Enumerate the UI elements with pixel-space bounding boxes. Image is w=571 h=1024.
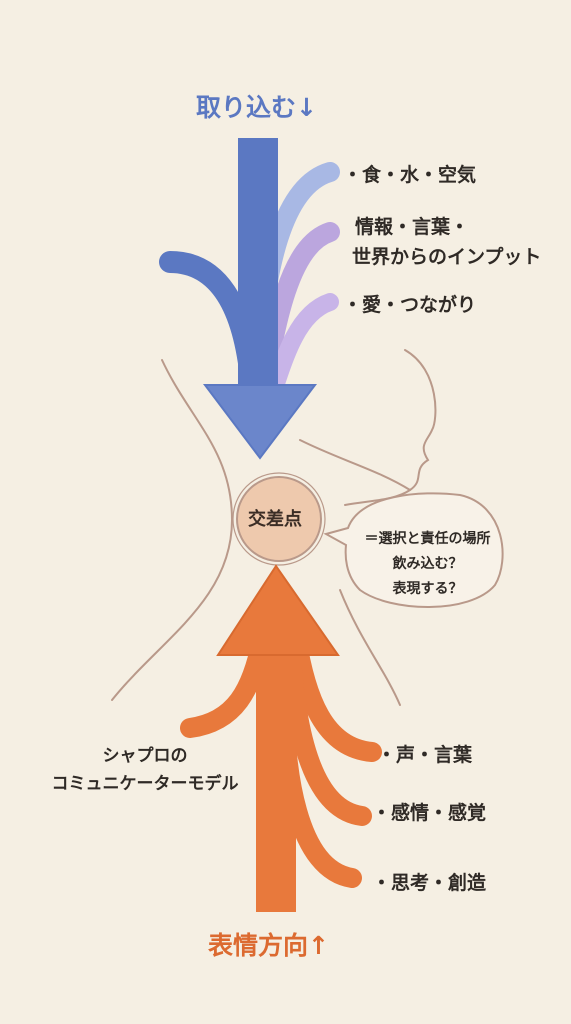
top-heading: 取り込む↓ xyxy=(196,93,317,122)
intake-item-food: ・食・水・空気 xyxy=(343,164,477,186)
speech-bubble: ＝選択と責任の場所 飲み込む？ 表現する？ xyxy=(345,527,510,602)
center-label: 交差点 xyxy=(248,509,302,530)
model-line-1: シャプロの xyxy=(102,746,188,766)
output-arrows xyxy=(180,564,382,912)
output-item-emotion: ・感情・感覚 xyxy=(372,802,487,824)
speech-bubble-shape xyxy=(323,492,504,608)
intake-item-world: 世界からのインプット xyxy=(352,246,542,268)
intake-item-info: 情報・言葉・ xyxy=(355,216,470,238)
bubble-line-2: 飲み込む？ xyxy=(392,556,463,572)
intake-item-love: ・愛・つながり xyxy=(343,294,477,316)
output-item-voice: ・声・言葉 xyxy=(377,744,473,766)
bubble-line-1: ＝選択と責任の場所 xyxy=(364,531,491,547)
output-item-thought: ・思考・創造 xyxy=(372,872,487,894)
bubble-line-3: 表現する？ xyxy=(392,581,463,597)
bottom-heading: 表情方向↑ xyxy=(208,931,329,960)
model-label: シャプロの コミュニケーターモデル xyxy=(30,742,260,798)
intake-arrows xyxy=(159,138,340,460)
model-line-2: コミュニケーターモデル xyxy=(51,774,239,794)
center-node xyxy=(232,472,326,566)
